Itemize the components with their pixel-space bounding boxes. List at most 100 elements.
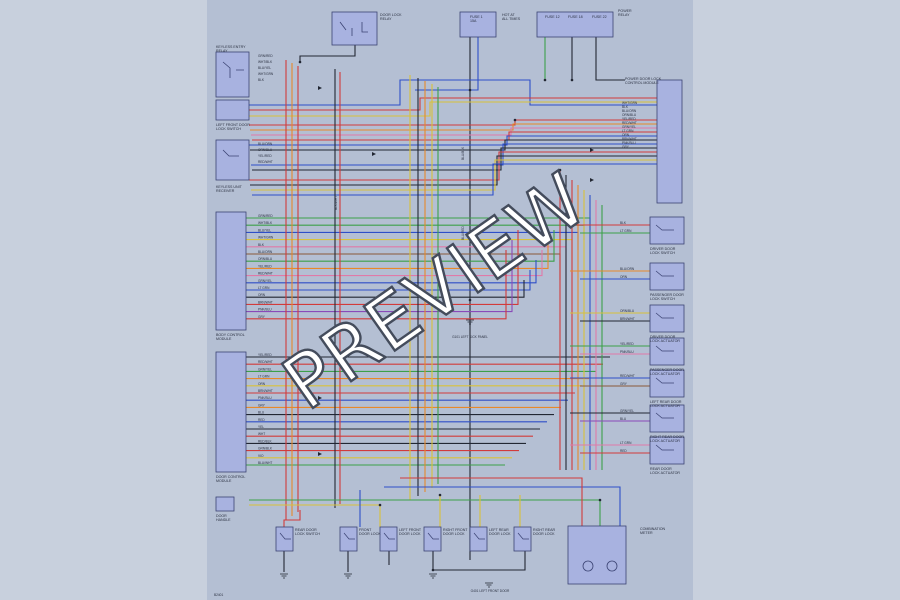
wire-bottom	[384, 486, 621, 527]
module-label: CONTROL MODULE	[625, 81, 659, 85]
wire-bcm	[246, 250, 543, 277]
wire-label: ORN/BLU	[258, 257, 273, 261]
connector-arrow	[318, 396, 322, 400]
wire-bundle	[249, 151, 657, 181]
wire-bcm	[246, 230, 519, 305]
wire-label: LT GRN	[258, 375, 270, 379]
switch-symbol	[655, 444, 674, 451]
wire-label: WHT/GRN	[622, 101, 638, 105]
switch-symbol	[655, 377, 674, 384]
wire-label: BRN/WHT	[620, 317, 635, 321]
wire-label: YEL	[258, 425, 264, 429]
switch-symbol	[279, 532, 291, 540]
wire-label: GRN/BLK	[258, 447, 273, 451]
wire-label: YEL/RED	[258, 154, 272, 158]
wire-label: YEL/RED	[258, 264, 272, 268]
wire-label: WHT/GRN	[258, 236, 274, 240]
wire-relay-feed	[299, 45, 356, 62]
wire-label: GRY	[258, 403, 266, 407]
wire-label: BLU	[620, 417, 627, 421]
splice-dot	[513, 118, 517, 122]
right-component-label: LOCK ACTUATOR	[650, 404, 680, 408]
connector-arrow	[372, 152, 376, 156]
wire-label: YEL/RED	[622, 117, 636, 121]
module-label: MODULE	[216, 479, 232, 483]
switch-symbol	[655, 224, 674, 231]
receiver-label: KEYLESS UNIT	[216, 185, 243, 189]
wire-bundle	[250, 123, 657, 131]
wire-label: ORN/BLU	[622, 113, 637, 117]
bus-label: BLU/BLK	[461, 146, 465, 160]
ground-label: G401 LEFT FRONT DOOR	[471, 589, 510, 593]
ground-symbol	[344, 573, 352, 579]
wire-bcm	[246, 250, 507, 320]
meter-symbol	[582, 560, 594, 572]
wire-label: GRN/YEL	[622, 125, 636, 129]
handle-label: DOOR	[216, 514, 227, 518]
wire-label: RED	[620, 449, 627, 453]
wire-bundle	[252, 147, 657, 171]
fuse-label: FUSE 12	[545, 15, 560, 19]
wire-label: GRN/YEL	[258, 367, 272, 371]
right-component-label: LOCK ACTUATOR	[650, 439, 680, 443]
page-number: B2401	[214, 593, 223, 597]
ground-symbol	[466, 319, 474, 325]
splice-dot	[558, 168, 562, 172]
bus-label: BLU/RED	[461, 225, 465, 240]
relay-label: RELAY	[380, 17, 392, 21]
bus-label: BLK/WHT	[334, 196, 338, 210]
ground-symbol	[280, 573, 288, 579]
wire-label: YEL/RED	[620, 342, 634, 346]
wire-label: RED	[258, 418, 265, 422]
right-component-label: LOCK ACTUATOR	[650, 372, 680, 376]
power-relay-label: POWER	[618, 9, 632, 13]
wire-label: RED/BLK	[258, 439, 273, 443]
right-component-label: DRIVER DOOR	[650, 247, 676, 251]
right-component-2	[649, 262, 685, 291]
wire-label: LT GRN	[620, 441, 632, 445]
wire-label: BLK	[258, 243, 265, 247]
connector-arrow	[318, 452, 322, 456]
wire-fuse-feed	[595, 37, 625, 81]
wire-label: VIO	[258, 454, 264, 458]
wire-label: WHT	[258, 432, 265, 436]
bottom-switch-label: DOOR LOCK	[489, 532, 511, 536]
wire-bundle	[251, 159, 657, 191]
fuse-block-1	[459, 11, 497, 38]
module-label: DOOR CONTROL	[216, 475, 245, 479]
keyless-entry-relay	[215, 51, 250, 98]
splice-dot	[598, 498, 602, 502]
wire-bcm	[246, 230, 555, 262]
wire-label: BLU	[258, 411, 265, 415]
wire-label: BLU/WHT	[258, 461, 272, 465]
wire-label: ORN	[258, 382, 266, 386]
right-component-label: PASSENGER DOOR	[650, 293, 684, 297]
splice-dot	[468, 88, 472, 92]
wire-label: BRN/WHT	[258, 389, 273, 393]
meter-symbol	[606, 560, 618, 572]
wire-label: BRN/WHT	[258, 300, 273, 304]
wire-label: ORN	[258, 293, 266, 297]
switch-symbol	[655, 412, 674, 419]
wire-label: PNK/BLU	[622, 141, 636, 145]
wire-bundle	[250, 139, 657, 151]
right-component-1	[649, 216, 685, 245]
wire-label: BLU/YEL	[258, 66, 271, 70]
wire-bundle	[251, 143, 657, 166]
bottom-switch-label: LEFT REAR	[489, 528, 509, 532]
bottom-switch-label: DOOR LOCK	[399, 532, 421, 536]
right-component-label: LEFT REAR DOOR	[650, 400, 682, 404]
relay-symbol	[222, 61, 244, 78]
wire-bcm	[246, 260, 537, 284]
wire-label: PNK/BLU	[258, 308, 272, 312]
wire-label: GRY	[622, 145, 630, 149]
wire-layer	[246, 37, 657, 572]
wire-label: GRY	[620, 382, 628, 386]
wire-label: YEL/RED	[258, 353, 272, 357]
right-component-4	[649, 337, 685, 366]
wire-label: BLU/ORN	[258, 142, 273, 146]
wire-label: GRN/RED	[258, 214, 273, 218]
meter-label: METER	[640, 531, 653, 535]
body-control-module	[215, 211, 247, 331]
